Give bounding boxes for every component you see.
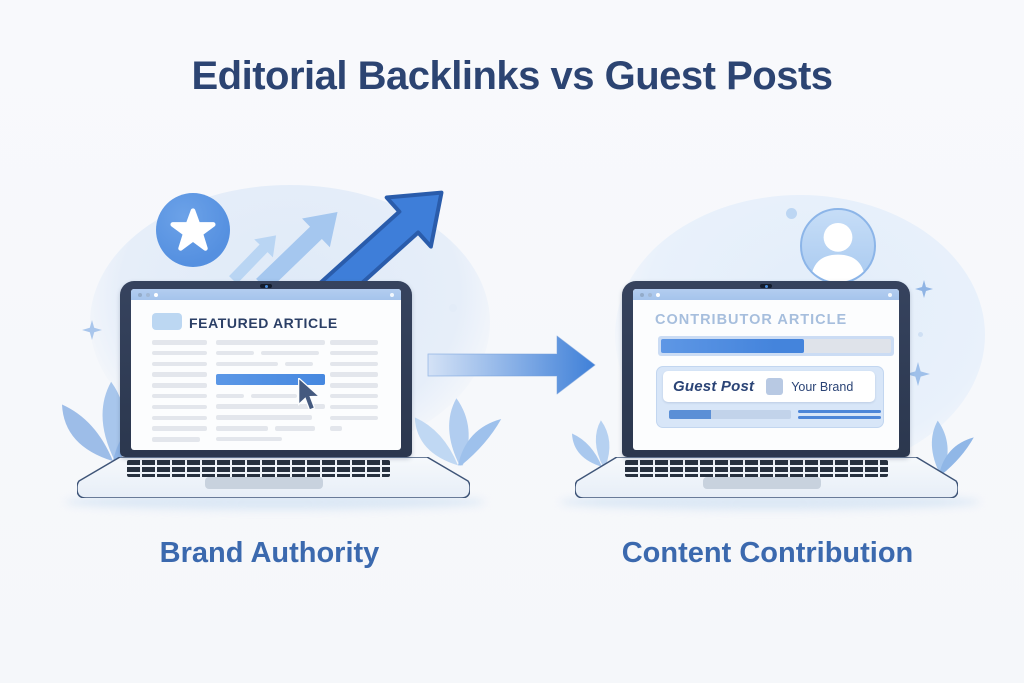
panel-skeleton-line — [798, 416, 881, 419]
featured-article-heading: FEATURED ARTICLE — [189, 315, 338, 331]
person-icon — [810, 222, 866, 282]
browser-dots-icon — [146, 292, 150, 297]
browser-dots-icon — [648, 292, 652, 297]
decor-dot — [918, 332, 923, 337]
laptop-shadow — [65, 494, 485, 510]
leaf-icon — [414, 398, 502, 466]
panel-skeleton-bar — [669, 410, 791, 419]
keyboard — [127, 460, 390, 477]
browser-dots-icon — [640, 292, 644, 297]
guest-post-panel: Guest Post Your Brand — [656, 366, 884, 428]
leaf-icon — [931, 420, 974, 475]
browser-bar — [131, 289, 401, 300]
avatar — [800, 208, 876, 284]
guest-post-label: Guest Post — [673, 378, 755, 395]
camera-icon — [260, 284, 272, 288]
cursor-icon — [298, 378, 321, 411]
star-badge — [156, 193, 230, 267]
article-chip — [152, 313, 182, 330]
flow-arrow-icon — [427, 335, 596, 395]
article-progress-bar — [658, 336, 894, 356]
text-skeleton-column — [216, 340, 325, 442]
text-skeleton-column — [330, 340, 378, 431]
browser-dots-icon — [138, 292, 142, 297]
decor-dot — [449, 304, 457, 312]
browser-dots-icon — [154, 292, 158, 297]
guest-post-box: Guest Post Your Brand — [663, 371, 875, 402]
your-brand-label: Your Brand — [791, 379, 854, 394]
leaf-icon — [572, 420, 610, 467]
progress-track — [803, 339, 891, 353]
laptop-screen-left: FEATURED ARTICLE — [120, 281, 412, 457]
trackpad — [703, 477, 821, 489]
laptop-screen-right: CONTRIBUTOR ARTICLE Guest Post Your Bran… — [622, 281, 910, 457]
star-icon — [170, 208, 216, 251]
laptop-shadow — [560, 494, 980, 510]
highlighted-link-bar — [216, 374, 325, 386]
contributor-article-heading: CONTRIBUTOR ARTICLE — [655, 312, 848, 328]
text-skeleton-column — [152, 340, 207, 442]
browser-dots-icon — [888, 292, 892, 297]
panel-skeleton-line — [798, 410, 881, 413]
browser-dots-icon — [390, 292, 394, 297]
caption-content-contribution: Content Contribution — [621, 537, 914, 569]
progress-fill — [661, 339, 804, 353]
screen-content-right: CONTRIBUTOR ARTICLE Guest Post Your Bran… — [633, 289, 899, 450]
browser-bar — [633, 289, 899, 300]
trackpad — [205, 477, 323, 489]
screen-content-left: FEATURED ARTICLE — [131, 289, 401, 450]
decor-dot — [786, 208, 797, 219]
brand-logo-placeholder — [766, 378, 784, 395]
caption-brand-authority: Brand Authority — [159, 537, 380, 569]
browser-dots-icon — [656, 292, 660, 297]
camera-icon — [760, 284, 772, 288]
page-title: Editorial Backlinks vs Guest Posts — [191, 54, 833, 98]
keyboard — [625, 460, 888, 477]
